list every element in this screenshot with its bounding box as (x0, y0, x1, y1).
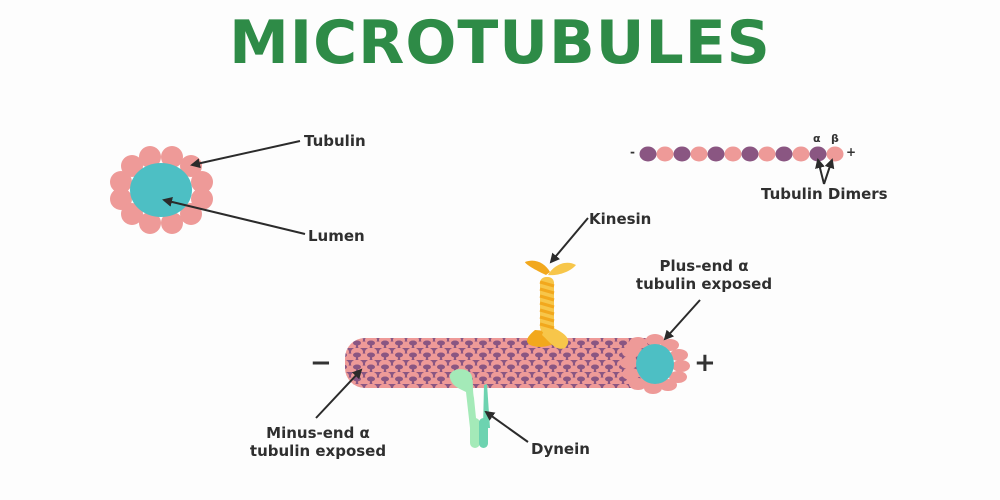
minus-end-label: Minus-end α tubulin exposed (240, 424, 396, 460)
plus-end-label-line1: Plus-end α (659, 257, 749, 275)
lumen-label: Lumen (308, 227, 365, 245)
kinesin-label: Kinesin (589, 210, 652, 228)
tube-minus-sign: − (310, 348, 332, 378)
dimer-minus-sign: - (630, 145, 635, 159)
microtubule (345, 334, 690, 394)
dynein-label: Dynein (531, 440, 590, 458)
alpha-symbol: α (813, 132, 821, 145)
dynein-arrow (484, 410, 529, 443)
beta-arrow (823, 158, 835, 185)
plus-end-lumen (636, 344, 674, 384)
beta-symbol: β (831, 132, 839, 145)
kinesin-arrow (549, 217, 589, 264)
minus-end-label-line2: tubulin exposed (249, 442, 387, 460)
kinesin-protein (525, 260, 576, 349)
plus-end-arrow (663, 299, 701, 341)
tubulin-arrow (190, 140, 301, 169)
lumen-arrow (162, 197, 306, 235)
tubulin-dimers-label: Tubulin Dimers (761, 185, 888, 203)
diagram-title: MICROTUBULES (229, 8, 771, 78)
lumen-shape (130, 163, 192, 217)
alpha-arrow (815, 158, 825, 185)
plus-end-label-line2: tubulin exposed (635, 275, 773, 293)
minus-end-label-line1: Minus-end α (266, 424, 370, 442)
minus-end-arrow (315, 368, 363, 419)
cross-section (110, 146, 213, 234)
dimer-chain (639, 146, 844, 162)
tube-plus-sign: + (694, 348, 716, 378)
plus-end-label: Plus-end α tubulin exposed (630, 257, 778, 293)
tubulin-label: Tubulin (304, 132, 366, 150)
dimer-plus-sign: + (846, 145, 857, 159)
